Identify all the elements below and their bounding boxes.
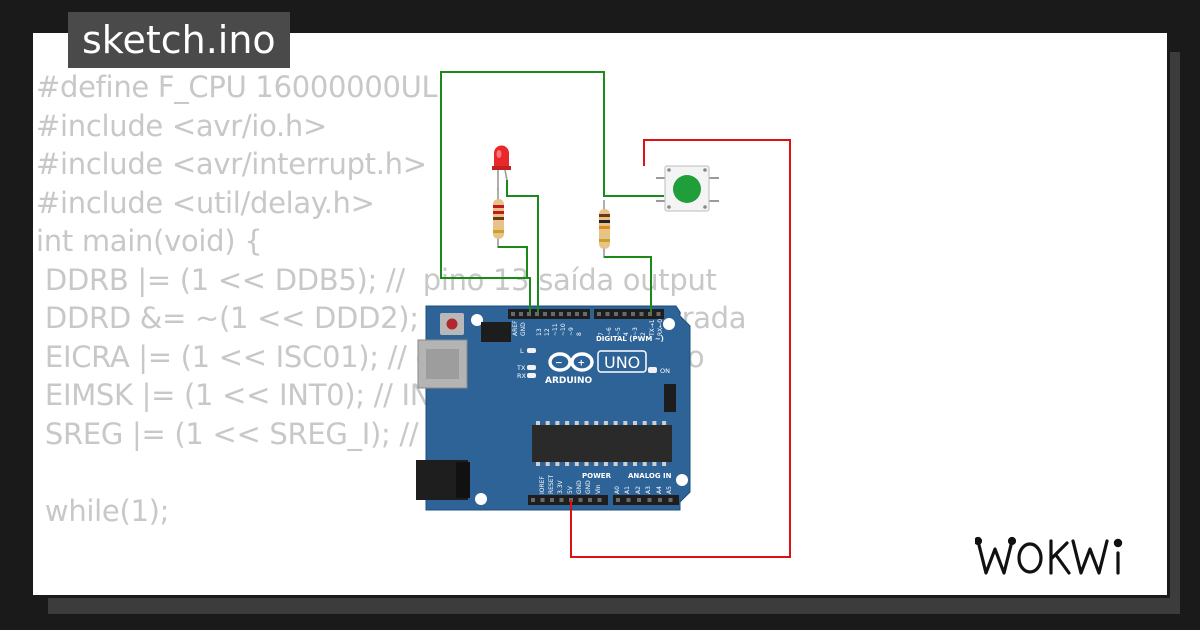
wire-gnd [440, 71, 664, 312]
wire-pin13 [498, 246, 528, 278]
pin-label: IOREF [539, 476, 546, 494]
pin-label: Vin [595, 484, 602, 494]
pin-label: ~11 [552, 323, 559, 336]
resistor-button[interactable] [599, 200, 610, 258]
wires-green [440, 71, 664, 312]
led-label: RX [517, 372, 527, 380]
red-led[interactable] [492, 145, 511, 190]
pin-label: A5 [666, 486, 673, 494]
wire-5v [570, 139, 791, 558]
digital-label: DIGITAL (PWM ~) [596, 335, 664, 343]
board-brand: ARDUINO [545, 376, 593, 386]
on-led [648, 367, 657, 373]
file-tab[interactable]: sketch.ino [68, 12, 290, 68]
status-led [527, 373, 536, 378]
pin-label: TX→1 [649, 319, 656, 337]
pin-label: A3 [645, 486, 652, 494]
wokwi-logo-icon [975, 536, 1123, 575]
pin-label: 8 [576, 332, 583, 336]
code-line: #define F_CPU 16000000UL [36, 70, 438, 104]
pin-label: A4 [656, 486, 663, 494]
pin-label: RX←0 [657, 319, 664, 336]
mounting-hole [475, 493, 487, 505]
pin-label: ~10 [560, 323, 567, 336]
pin-label: RESET [548, 474, 555, 494]
header-digital-low [594, 309, 664, 319]
pin-label: A2 [635, 486, 642, 494]
on-label: ON [660, 367, 670, 375]
wire-led-gnd [506, 180, 539, 312]
header-analog [613, 495, 679, 505]
pin-label: A0 [614, 486, 621, 494]
code-line: #include <avr/interrupt.h> [36, 147, 427, 181]
mounting-hole [676, 474, 688, 486]
mounting-hole [663, 318, 675, 330]
board-model: UNO [604, 353, 640, 372]
code-line: int main(void) { [36, 224, 263, 258]
pin-label: GND [520, 322, 527, 336]
pin-label: 4 [623, 332, 630, 336]
pin-label: GND [585, 480, 592, 494]
pin-label: 3.3V [557, 479, 564, 494]
led-label: L [520, 347, 524, 355]
status-led [527, 365, 536, 370]
mounting-hole [471, 314, 483, 326]
svg-text:−: − [555, 359, 563, 369]
atmega-chip [532, 425, 672, 462]
pin-label: 12 [544, 328, 551, 336]
pin-label: GND [576, 480, 583, 494]
pin-label: AREF [512, 320, 519, 336]
analog-label: ANALOG IN [628, 472, 672, 480]
resistor-led[interactable] [493, 188, 504, 248]
pin-label: 2 [640, 332, 647, 336]
header-power [528, 495, 608, 505]
svg-text:+: + [578, 359, 586, 369]
pin-label: ~5 [615, 327, 622, 336]
status-led [527, 348, 536, 353]
code-line: #include <avr/io.h> [36, 108, 327, 143]
wire-pin2 [604, 256, 652, 312]
pin-label: ~6 [606, 327, 613, 336]
pin-label: 13 [536, 328, 543, 336]
power-label: POWER [582, 472, 612, 480]
pin-label: A1 [624, 486, 631, 494]
led-label: TX [516, 364, 526, 372]
push-button[interactable] [656, 165, 719, 212]
pin-label: 7 [598, 332, 605, 336]
code-line: while(1); [36, 493, 170, 528]
code-line: #include <util/delay.h> [36, 185, 375, 220]
pin-label: ~9 [568, 327, 575, 336]
header-digital-high [508, 309, 590, 319]
pin-label: 5V [567, 485, 574, 494]
pin-label: ~3 [632, 327, 639, 336]
arduino-logo-icon [548, 352, 594, 372]
code-line: DDRB |= (1 << DDB5); // pino 13 saída ou… [36, 262, 717, 297]
